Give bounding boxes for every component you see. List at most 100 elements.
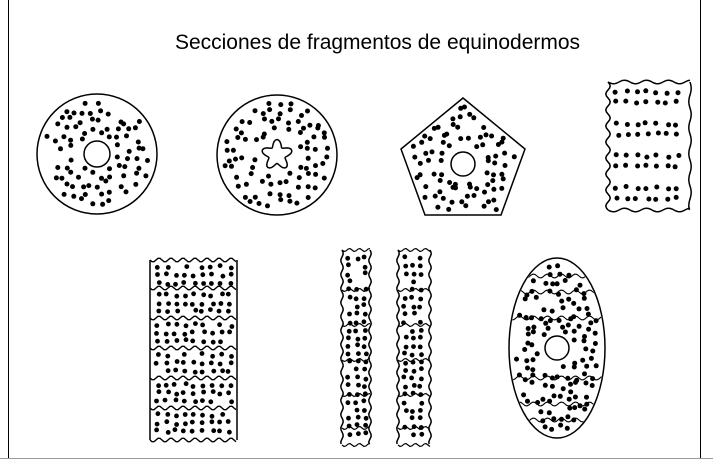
stereom-dot	[673, 131, 679, 137]
stereom-dot	[530, 278, 536, 284]
stereom-dot	[484, 170, 490, 176]
stereom-dot	[361, 302, 367, 307]
stereom-dot	[562, 329, 568, 335]
stereom-dot	[645, 131, 651, 137]
stereom-dot	[256, 201, 262, 206]
stereom-dot	[174, 273, 179, 278]
stereom-dot	[401, 303, 406, 309]
stereom-dot	[412, 310, 417, 316]
stereom-dot	[193, 307, 199, 313]
stereom-dot	[467, 111, 473, 117]
stereom-dot	[224, 147, 230, 153]
stereom-dot	[417, 160, 423, 166]
stereom-dot	[181, 280, 187, 285]
stereom-dot	[115, 126, 121, 132]
stereom-dot	[363, 422, 368, 428]
stereom-dot	[211, 368, 217, 374]
stereom-dot	[583, 346, 589, 352]
stereom-dot	[362, 311, 368, 317]
stereom-dot	[162, 397, 168, 403]
stereom-dot	[118, 184, 124, 190]
stereom-dot	[411, 432, 416, 438]
stereom-dot	[616, 132, 622, 138]
plate-bottom-edge	[607, 207, 691, 213]
stereom-dot	[126, 126, 132, 132]
stereom-dot	[426, 157, 431, 163]
column-suture	[397, 357, 431, 363]
plate-top-edge	[607, 79, 691, 85]
stereom-dot	[217, 263, 223, 268]
stereom-dot	[491, 172, 496, 178]
stereom-dot	[71, 193, 77, 199]
stereom-dot	[362, 270, 368, 276]
stereom-dot	[165, 282, 171, 287]
stereom-dot	[87, 111, 93, 116]
stereom-dot	[199, 351, 205, 356]
stereom-dot	[299, 113, 304, 118]
stereom-dot	[554, 281, 560, 287]
stereom-dot	[305, 155, 311, 161]
stereom-dot	[183, 337, 189, 343]
stereom-dot	[672, 164, 678, 170]
stereom-dot	[200, 412, 205, 418]
stereom-dot	[471, 193, 477, 198]
stereom-dot	[409, 375, 414, 381]
stereom-dot	[525, 398, 530, 404]
bottom-rule	[0, 458, 713, 459]
stereom-dot	[562, 278, 568, 283]
stereom-dot	[217, 361, 223, 367]
stereom-dot	[164, 339, 170, 344]
stereom-dot	[268, 181, 274, 187]
stereom-dot	[467, 184, 473, 190]
stereom-dot	[565, 414, 571, 420]
stereom-dot	[491, 186, 497, 192]
stereom-dot	[225, 291, 231, 297]
stereom-dot	[410, 262, 415, 268]
stereom-dot	[458, 105, 464, 111]
stereom-dot	[239, 155, 245, 161]
stereom-dot	[165, 353, 171, 359]
stereom-dot	[402, 311, 408, 317]
stereom-dot	[134, 170, 140, 176]
stereom-dot	[514, 356, 519, 362]
column-suture	[397, 392, 431, 398]
stereom-dot	[228, 281, 234, 286]
stereom-dot	[362, 264, 368, 270]
stereom-dot	[156, 291, 162, 297]
stereom-dot	[581, 338, 587, 344]
stereom-dot	[635, 89, 640, 95]
stereom-dot	[474, 186, 480, 192]
stereom-dot	[68, 142, 74, 148]
stereom-dot	[560, 324, 566, 330]
stereom-dot	[229, 399, 235, 405]
stereom-dot	[489, 133, 495, 139]
stereom-dot	[665, 163, 671, 169]
stereom-dot	[525, 331, 531, 337]
column-bottom-edge	[397, 442, 431, 448]
stereom-dot	[95, 117, 101, 123]
stereom-dot	[568, 381, 573, 387]
stereom-dot	[546, 264, 552, 270]
stereom-dot	[440, 139, 446, 145]
stereom-dot	[418, 408, 423, 413]
stereom-dot	[676, 153, 682, 158]
stereom-dot	[534, 351, 540, 357]
stereom-dot	[635, 131, 641, 137]
stereom-dot	[613, 120, 619, 126]
stereom-dot	[417, 304, 422, 310]
stereom-dot	[218, 339, 223, 345]
stereom-dot	[499, 185, 505, 191]
stereom-dot	[219, 383, 225, 389]
stereom-dot	[184, 264, 190, 269]
stereom-dot	[55, 121, 61, 127]
pentagon-section	[400, 97, 526, 216]
stereom-dot	[485, 158, 491, 164]
stereom-dot	[208, 399, 214, 405]
stereom-dot	[173, 397, 179, 403]
stereom-dot	[576, 306, 582, 312]
stereom-dot	[228, 360, 234, 366]
stereom-dot	[295, 119, 301, 124]
stereom-dot	[586, 326, 592, 332]
stereom-dot	[345, 344, 351, 349]
